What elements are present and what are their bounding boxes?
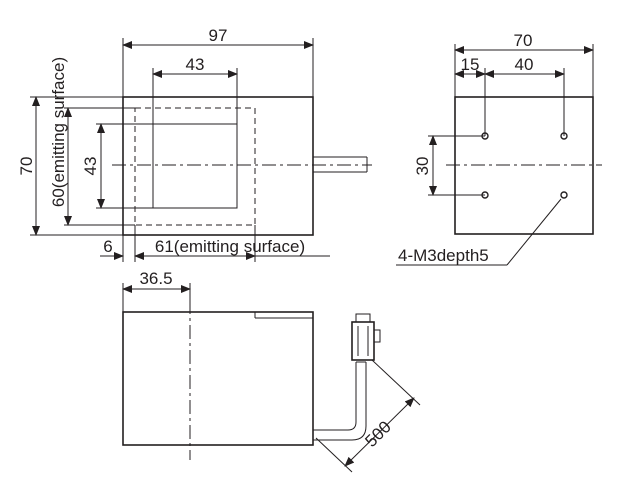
label-front-width: 97 bbox=[209, 26, 228, 45]
leader-line bbox=[506, 198, 562, 266]
front-body-outline bbox=[122, 96, 314, 236]
label-edge-offset: 15 bbox=[461, 55, 480, 74]
label-window-width: 43 bbox=[186, 55, 205, 74]
connector-tab bbox=[373, 329, 381, 343]
front-view: 97 43 70 60(emitting surface) 43 6 61(em… bbox=[17, 26, 372, 262]
label-hole-spacing: 40 bbox=[515, 55, 534, 74]
label-emitting-height: 60(emitting surface) bbox=[49, 57, 68, 207]
label-window-height: 43 bbox=[81, 157, 100, 176]
label-side-width: 70 bbox=[514, 31, 533, 50]
bottom-view: 36.5 500 bbox=[122, 269, 421, 473]
connector-latch bbox=[355, 313, 371, 323]
bottom-body-outline bbox=[122, 311, 314, 446]
label-hole-note: 4-M3depth5 bbox=[398, 246, 489, 265]
label-front-height: 70 bbox=[17, 157, 36, 176]
label-bottom-offset: 36.5 bbox=[139, 269, 172, 288]
bottom-cable-upper bbox=[313, 362, 357, 431]
label-emitting-width: 61(emitting surface) bbox=[155, 237, 305, 256]
label-vertical-spacing: 30 bbox=[413, 157, 432, 176]
ext-line-500-start bbox=[315, 437, 353, 473]
connector-body bbox=[351, 321, 375, 361]
label-offset: 6 bbox=[103, 237, 112, 256]
side-view: 70 15 40 30 4-M3depth5 bbox=[396, 31, 602, 266]
mounting-hole-bottom-right bbox=[560, 191, 568, 199]
front-window bbox=[152, 123, 238, 209]
ext-line-500-end bbox=[371, 359, 421, 406]
bottom-cable-lower bbox=[313, 362, 367, 441]
front-emitting-surface-dashed bbox=[134, 107, 256, 226]
dim-line-500 bbox=[344, 397, 415, 467]
